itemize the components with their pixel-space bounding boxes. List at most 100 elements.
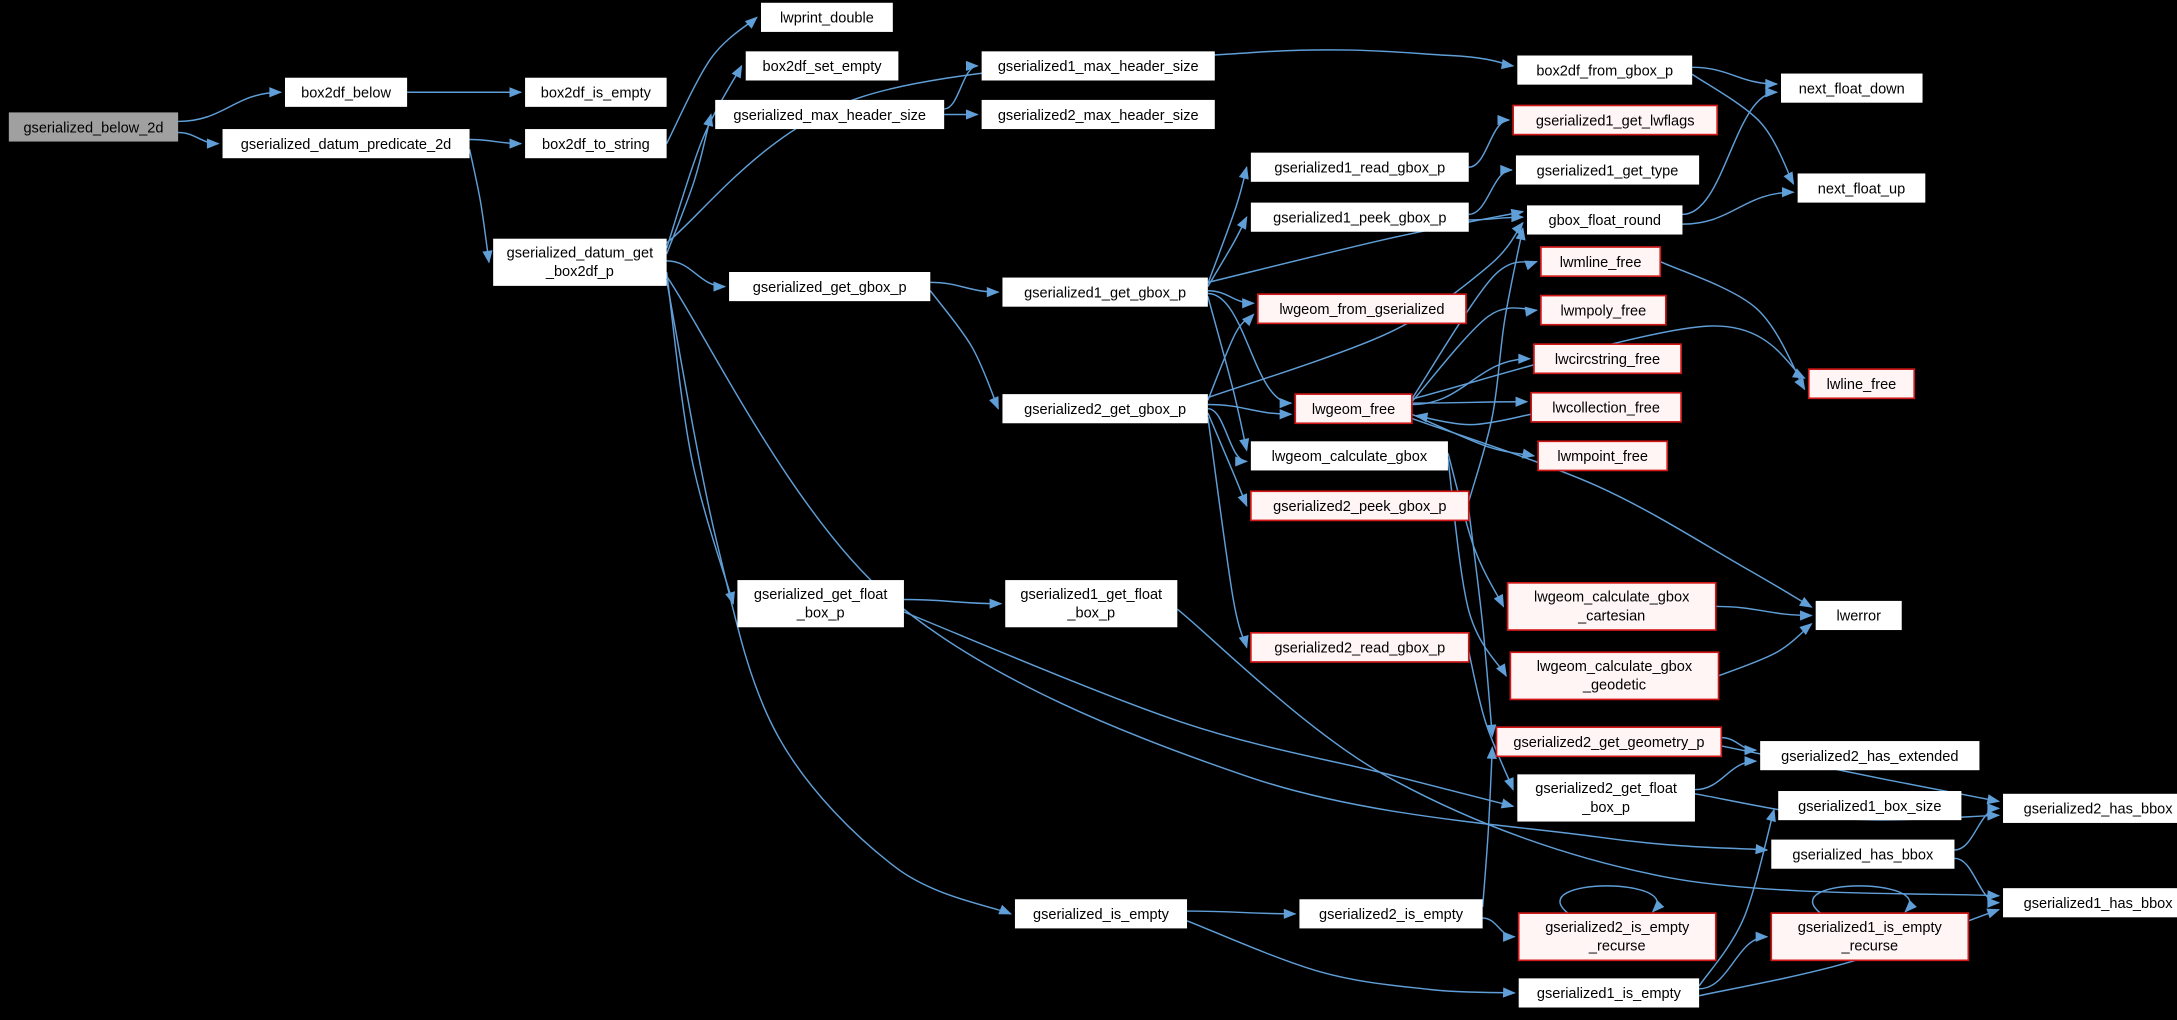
node-label: gserialized1_is_empty — [1537, 986, 1682, 1002]
edge-float_round-to-next_up — [1682, 187, 1795, 225]
node-is_empty1[interactable]: gserialized1_is_empty — [1518, 978, 1700, 1008]
node-box2df_to_string[interactable]: box2df_to_string — [525, 129, 667, 159]
node-label: lwmpoint_free — [1557, 449, 1648, 465]
node-label: gserialized1_get_type — [1537, 163, 1679, 179]
node-label: gserialized_has_bbox — [1792, 847, 1934, 863]
node-has_bbox2[interactable]: gserialized2_has_bbox — [2003, 793, 2177, 823]
node-geometry2[interactable]: gserialized2_get_geometry_p — [1495, 726, 1723, 758]
edge-get_gbox2-to-peek_gbox2 — [1207, 412, 1248, 508]
edge-lwgeom_free-to-mline_free — [1411, 260, 1538, 400]
edge-read_gbox2-to-get_float2 — [1468, 651, 1514, 791]
node-get_gbox2[interactable]: gserialized2_get_gbox_p — [1002, 394, 1208, 424]
edge-get_gbox2-to-calc_gbox — [1207, 407, 1248, 467]
node-box2df_below[interactable]: box2df_below — [284, 77, 408, 107]
node-label: _cartesian — [1577, 608, 1645, 624]
node-lwerror[interactable]: lwerror — [1815, 600, 1902, 631]
node-label: _box_p — [1066, 606, 1115, 622]
node-calc_gbox[interactable]: lwgeom_calculate_gbox — [1250, 441, 1448, 471]
node-float_round[interactable]: gbox_float_round — [1527, 205, 1683, 235]
node-label: box2df_set_empty — [763, 59, 883, 75]
node-box — [1509, 651, 1720, 701]
node-max_header2[interactable]: gserialized2_max_header_size — [981, 99, 1215, 130]
node-read_gbox1[interactable]: gserialized1_read_gbox_p — [1250, 152, 1469, 182]
node-mpoint_free[interactable]: lwmpoint_free — [1537, 440, 1669, 472]
node-lwgeom_free[interactable]: lwgeom_free — [1294, 393, 1413, 425]
node-get_gbox[interactable]: gserialized_get_gbox_p — [729, 272, 931, 302]
edge-geometry2-to-has_bbox2 — [1721, 745, 2001, 805]
node-read_gbox2[interactable]: gserialized2_read_gbox_p — [1250, 631, 1470, 663]
node-label: lwprint_double — [780, 11, 874, 27]
edge-calc_geo-to-lwerror — [1718, 622, 1813, 677]
node-box — [1530, 391, 1682, 423]
node-box2df_is_empty[interactable]: box2df_is_empty — [525, 77, 667, 107]
node-line_free[interactable]: lwline_free — [1807, 368, 1916, 400]
node-label: gserialized_max_header_size — [733, 108, 926, 124]
node-box — [1770, 912, 1970, 962]
node-label: gserialized_get_float — [754, 587, 888, 603]
edge-mline_free-to-line_free — [1659, 260, 1806, 391]
node-coll_free[interactable]: lwcollection_free — [1530, 391, 1682, 423]
edge-max_header-to-max_header1 — [943, 60, 979, 110]
node-circ_free[interactable]: lwcircstring_free — [1533, 343, 1682, 375]
node-box — [1250, 631, 1470, 663]
node-label: lwmline_free — [1560, 255, 1642, 271]
edge-below2d-to-datum_pred — [178, 131, 220, 149]
node-peek_gbox2[interactable]: gserialized2_peek_gbox_p — [1250, 490, 1470, 522]
node-calc_geo[interactable]: lwgeom_calculate_gbox_geodetic — [1509, 651, 1720, 701]
node-label: box2df_is_empty — [541, 86, 652, 102]
edge-datum_get-to-box2df_set_empty — [665, 64, 743, 249]
node-get_type1[interactable]: gserialized1_get_type — [1515, 155, 1700, 185]
node-get_float2[interactable]: gserialized2_get_float_box_p — [1517, 774, 1695, 822]
node-box — [1250, 202, 1469, 232]
node-box — [1517, 912, 1717, 962]
node-datum_pred[interactable]: gserialized_datum_predicate_2d — [222, 129, 470, 159]
node-get_lwflags1[interactable]: gserialized1_get_lwflags — [1512, 104, 1718, 136]
edge-get_gbox-to-get_gbox2 — [929, 290, 999, 410]
node-box — [284, 77, 408, 107]
node-rec2[interactable]: gserialized2_is_empty_recurse — [1517, 912, 1717, 962]
node-mline_free[interactable]: lwmline_free — [1540, 246, 1662, 277]
node-label: lwgeom_free — [1312, 402, 1395, 418]
edge-has_bbox-to-has_bbox2 — [1954, 803, 2001, 851]
node-label: gbox_float_round — [1548, 213, 1661, 229]
node-box — [1517, 774, 1695, 822]
node-next_down[interactable]: next_float_down — [1780, 73, 1923, 103]
edge-lwgeom_free-to-coll_free — [1411, 396, 1529, 407]
node-from_gbox[interactable]: box2df_from_gbox_p — [1517, 55, 1693, 85]
node-label: gserialized1_get_float — [1020, 587, 1162, 603]
node-has_bbox[interactable]: gserialized_has_bbox — [1771, 839, 1955, 869]
node-box_size1[interactable]: gserialized1_box_size — [1778, 791, 1962, 821]
node-calc_cart[interactable]: lwgeom_calculate_gbox_cartesian — [1506, 582, 1717, 631]
node-box2df_set_empty[interactable]: box2df_set_empty — [745, 51, 899, 81]
node-is_empty[interactable]: gserialized_is_empty — [1014, 899, 1188, 929]
node-datum_get[interactable]: gserialized_datum_get_box2df_p — [493, 238, 667, 286]
node-box — [1256, 293, 1467, 325]
node-max_header1[interactable]: gserialized1_max_header_size — [981, 51, 1215, 81]
node-box — [1807, 368, 1916, 400]
node-has_bbox1[interactable]: gserialized1_has_bbox — [2003, 888, 2177, 918]
node-has_ext2[interactable]: gserialized2_has_extended — [1760, 741, 1980, 771]
node-get_float[interactable]: gserialized_get_float _box_p — [737, 580, 904, 628]
node-label: _box_p — [796, 606, 845, 622]
node-box — [1294, 393, 1413, 425]
node-next_up[interactable]: next_float_up — [1797, 173, 1926, 203]
node-label: gserialized2_get_gbox_p — [1024, 402, 1186, 418]
edge-get_float-to-get_float1 — [903, 598, 1003, 609]
node-is_empty2[interactable]: gserialized2_is_empty — [1299, 899, 1483, 929]
node-peek_gbox1[interactable]: gserialized1_peek_gbox_p — [1250, 202, 1469, 232]
node-box — [1540, 294, 1667, 326]
edge-from_gbox-to-next_down — [1692, 66, 1779, 90]
node-box — [1250, 441, 1448, 471]
node-lwprint_double[interactable]: lwprint_double — [760, 2, 893, 32]
node-rec1[interactable]: gserialized1_is_empty_recurse — [1770, 912, 1970, 962]
node-label: next_float_down — [1799, 81, 1905, 97]
edge-datum_pred-to-datum_get — [468, 149, 493, 264]
node-mpoly_free[interactable]: lwmpoly_free — [1540, 294, 1667, 326]
node-below2d[interactable]: gserialized_below_2d — [8, 112, 179, 142]
edge-get_float1-to-has_bbox1 — [1176, 608, 2001, 901]
node-get_float1[interactable]: gserialized1_get_float _box_p — [1005, 580, 1178, 628]
node-max_header[interactable]: gserialized_max_header_size — [715, 99, 945, 130]
edge-get_gbox2-to-from_gser — [1207, 313, 1255, 401]
node-get_gbox1[interactable]: gserialized1_get_gbox_p — [1002, 277, 1208, 307]
node-from_gser[interactable]: lwgeom_from_gserialized — [1256, 293, 1467, 325]
